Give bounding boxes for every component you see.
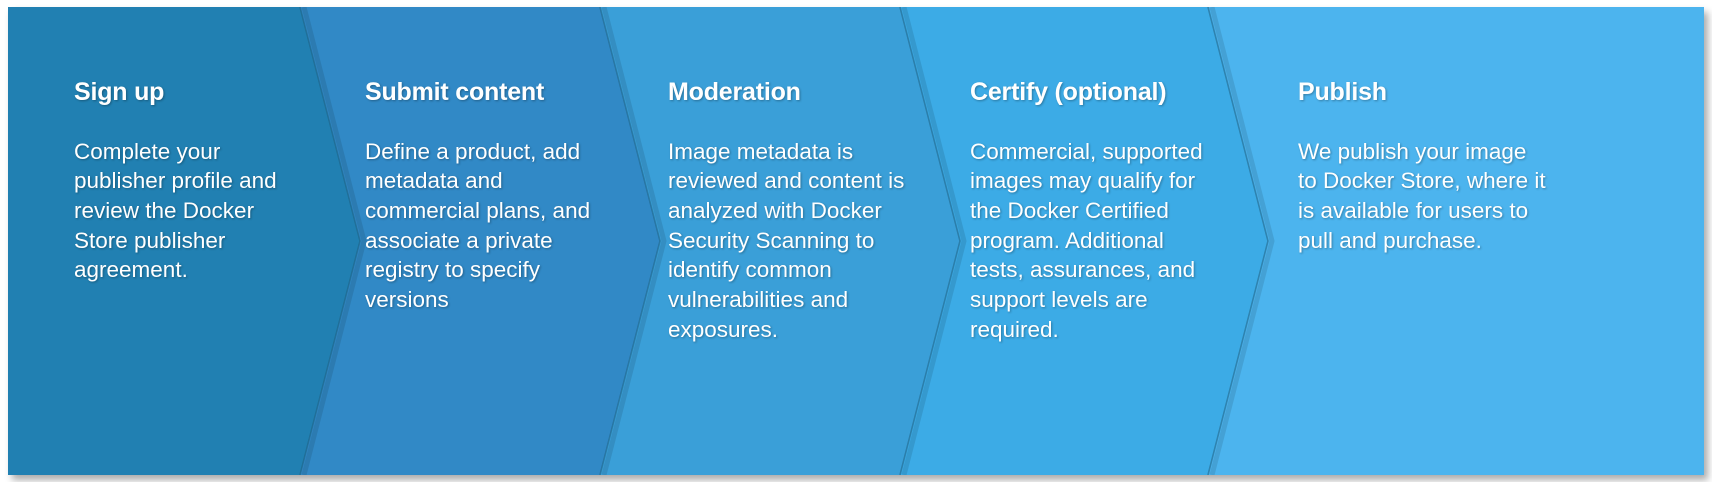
step-description-5: We publish your image to Docker Store, w…	[1298, 138, 1546, 253]
chevron-text-5: Publish We publish your image to Docker …	[1298, 78, 1546, 255]
step-description-3: Image metadata is reviewed and content i…	[668, 138, 905, 342]
step-title-4: Certify (optional)	[970, 78, 1167, 106]
process-panel: Sign up Complete your publisher profile …	[8, 7, 1704, 475]
chevron-text-3: Moderation Image metadata is reviewed an…	[668, 78, 913, 344]
step-description-4: Commercial, supported images may qualify…	[970, 138, 1203, 342]
chevron-shape-4	[900, 7, 1268, 475]
chevron-step-4[interactable]: Certify (optional) Commercial, supported…	[900, 7, 1268, 475]
chevron-text-1: Sign up Complete your publisher profile …	[74, 78, 306, 285]
chevron-text-2: Submit content Define a product, add met…	[365, 78, 608, 315]
step-description-1: Complete your publisher profile and revi…	[74, 138, 277, 283]
step-title-5: Publish	[1298, 78, 1387, 106]
step-description-2: Define a product, add metadata and comme…	[365, 138, 591, 312]
step-title-2: Submit content	[365, 78, 545, 106]
chevron-step-5[interactable]: Publish We publish your image to Docker …	[1208, 7, 1704, 475]
chevron-text-4: Certify (optional) Commercial, supported…	[970, 78, 1222, 344]
chevron-layer: Sign up Complete your publisher profile …	[8, 7, 1704, 475]
chevron-shape-5	[1208, 7, 1704, 475]
step-title-1: Sign up	[74, 78, 165, 106]
step-title-3: Moderation	[668, 78, 801, 106]
